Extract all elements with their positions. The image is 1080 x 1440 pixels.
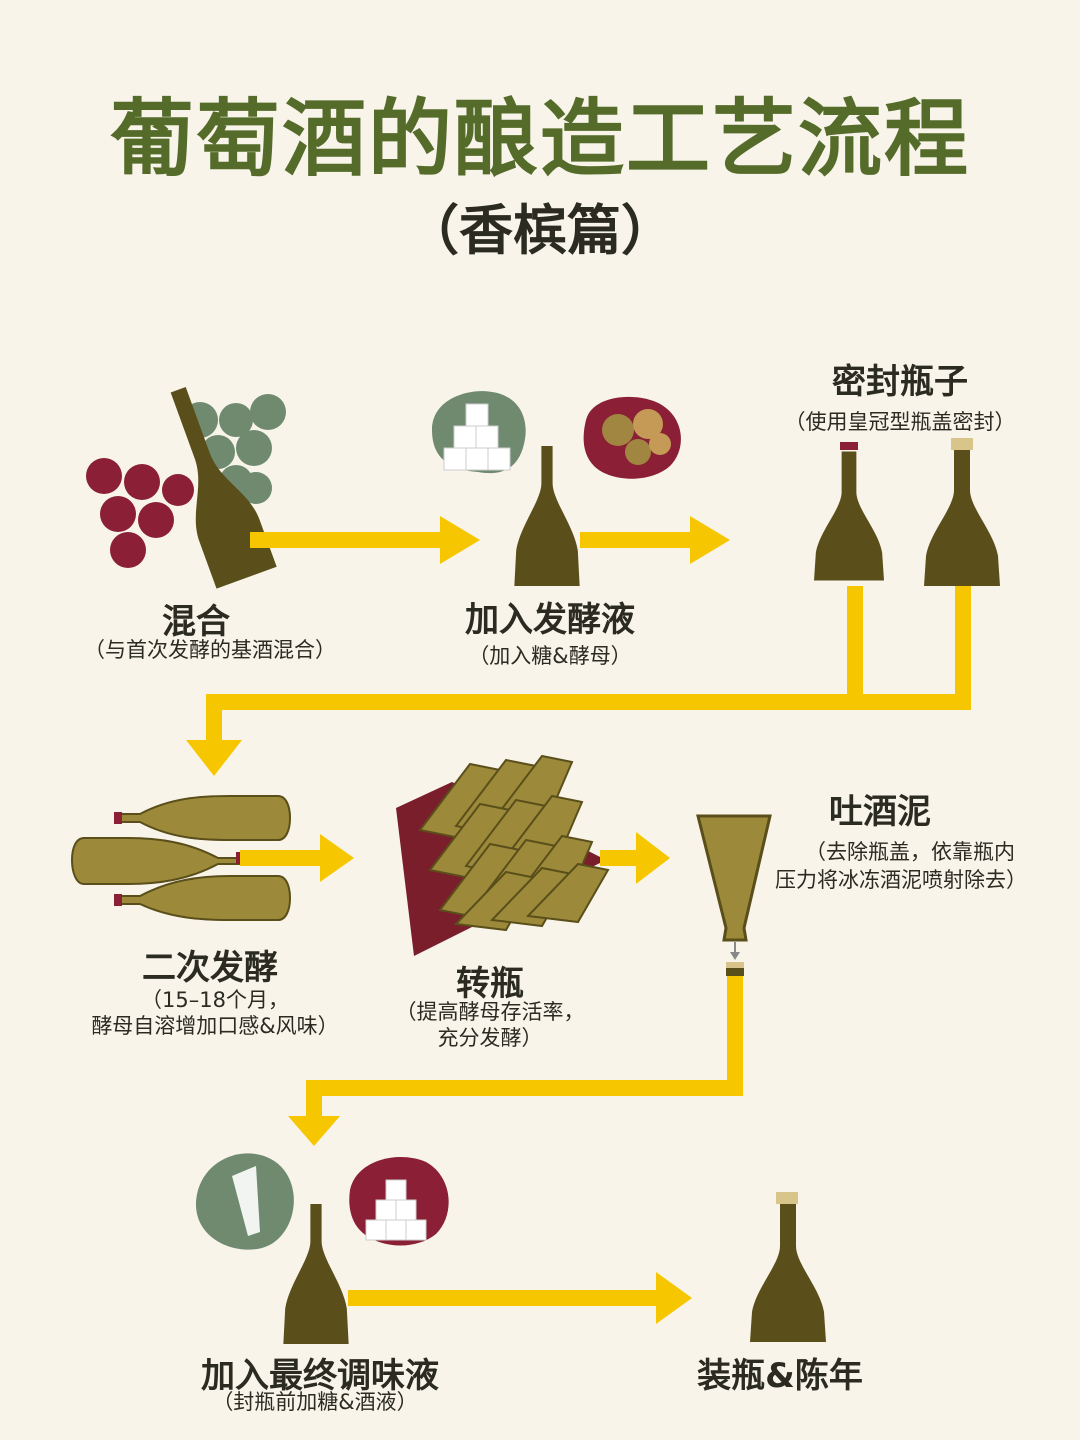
grape-cluster-icon [86, 394, 286, 568]
step-note-line2: 酵母自溶增加口感&风味） [91, 1014, 339, 1038]
step-name: 混合 [162, 602, 230, 642]
step-note: （封瓶前加糖&酒液） [212, 1390, 418, 1414]
step-name: 转瓶 [456, 964, 524, 1004]
sugar-cubes-icon [349, 1157, 449, 1246]
bottle-icon [814, 438, 1000, 586]
step-name: 密封瓶子 [832, 362, 968, 402]
step-note-line1: （提高酵母存活率， [395, 1000, 585, 1024]
bottle-icon [70, 795, 292, 921]
arrow-icon [250, 516, 480, 564]
arrow-icon [288, 976, 743, 1146]
step-name: 二次发酵 [142, 948, 278, 988]
page-subtitle: （香槟篇） [405, 199, 675, 262]
step-note-line1: （15–18个月， [141, 988, 289, 1012]
arrow-icon [580, 516, 730, 564]
step-name: 装瓶&陈年 [697, 1356, 863, 1396]
arrow-icon [240, 834, 354, 882]
arrow-icon [186, 586, 971, 776]
step-name: 加入最终调味液 [201, 1356, 439, 1396]
step-name: 吐酒泥 [829, 792, 931, 832]
step-note: （与首次发酵的基酒混合） [84, 638, 336, 662]
step-note-line1: （去除瓶盖，依靠瓶内 [805, 840, 1015, 864]
step-note-line2: 压力将冰冻酒泥喷射除去） [775, 868, 1027, 892]
funnel-bottle-icon [696, 814, 772, 976]
riddling-rack-icon [396, 754, 610, 956]
bottle-icon [750, 1192, 826, 1342]
wine-glass-icon [195, 1153, 294, 1250]
page-title: 葡萄酒的酿造工艺流程 [109, 90, 970, 188]
sugar-cubes-icon [432, 391, 526, 474]
step-note-line2: 充分发酵） [437, 1026, 543, 1050]
step-name: 加入发酵液 [465, 600, 635, 640]
step-note: （使用皇冠型瓶盖密封） [784, 410, 1016, 434]
step-note: （加入糖&酵母） [468, 644, 632, 668]
yeast-icon [583, 396, 681, 479]
arrow-icon [600, 832, 670, 884]
arrow-icon [348, 1272, 692, 1324]
